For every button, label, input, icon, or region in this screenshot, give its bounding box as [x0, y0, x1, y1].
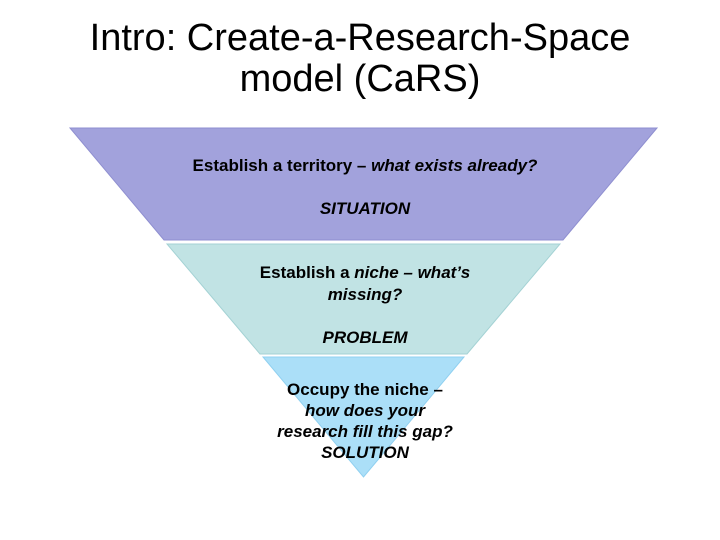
slide-title-line2: model (CaRS): [239, 58, 481, 100]
problem-label: PROBLEM: [322, 327, 408, 347]
problem-spacer: [215, 305, 515, 327]
funnel-section-problem-shape: [165, 243, 562, 355]
problem-heading-line1: Establish a niche – what’s: [215, 262, 515, 284]
solution-heading-line1: Occupy the niche –: [287, 380, 443, 399]
slide-title: Intro: Create-a-Research-Space model (Ca…: [0, 18, 720, 100]
slide-title-line1: Intro: Create-a-Research-Space: [89, 17, 631, 59]
problem-heading-italic1: niche – what’s: [354, 263, 471, 282]
solution-heading-line3: research fill this gap?: [277, 422, 453, 441]
funnel-section-solution-shape: [261, 356, 466, 478]
problem-heading-bold: Establish a: [259, 263, 355, 282]
situation-label: SITUATION: [319, 199, 411, 218]
situation-text-block: Establish a territory – what exists alre…: [103, 155, 627, 220]
solution-text-block: Occupy the niche – how does your researc…: [215, 379, 515, 463]
situation-spacer: [103, 177, 627, 199]
solution-heading-line2: how does your: [305, 401, 425, 420]
situation-heading-bold: Establish a territory –: [192, 156, 372, 175]
funnel-section-situation-shape: [68, 127, 659, 241]
problem-heading-line2: missing?: [327, 284, 403, 304]
situation-heading: Establish a territory – what exists alre…: [103, 155, 627, 177]
situation-heading-italic: what exists already?: [371, 156, 538, 175]
solution-label: SOLUTION: [321, 443, 409, 462]
problem-text-block: Establish a niche – what’s missing? PROB…: [215, 262, 515, 348]
